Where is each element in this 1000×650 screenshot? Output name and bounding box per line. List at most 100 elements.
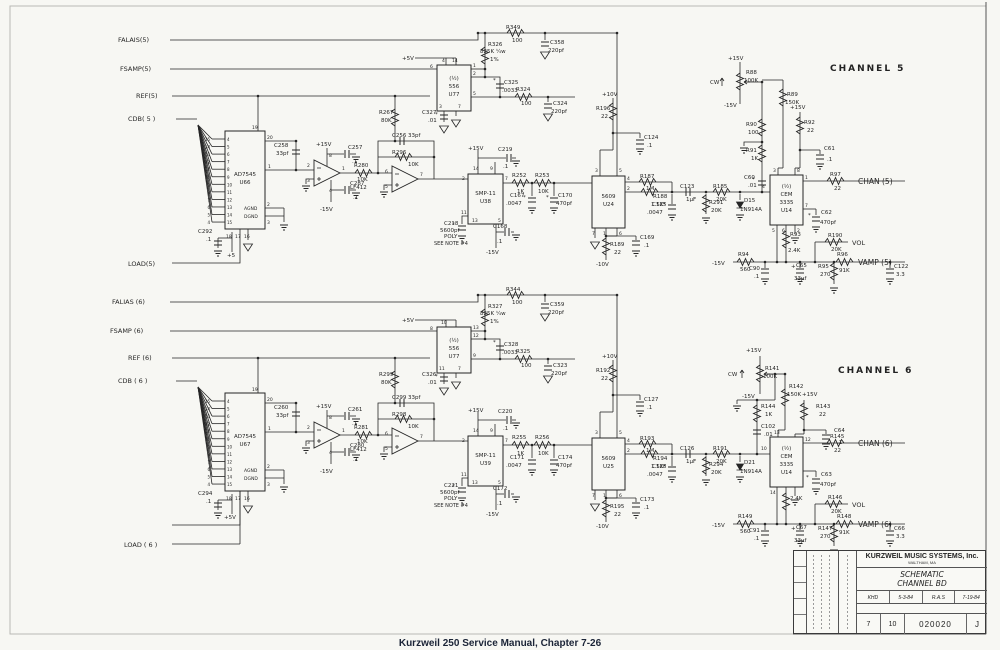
- schematic-label: R253: [535, 173, 550, 179]
- schematic-label: 560: [740, 529, 751, 535]
- capacitor-symbol: [504, 490, 510, 498]
- schematic-label: .1: [206, 237, 211, 243]
- capacitor-symbol: [292, 149, 300, 155]
- schematic-label: .1: [353, 195, 358, 201]
- junction-dot: [294, 168, 298, 172]
- resistor-symbol: [712, 449, 731, 459]
- schematic-label: 100: [521, 101, 532, 107]
- schematic-label: R191: [713, 446, 727, 452]
- schematic-label: 3.3: [896, 534, 905, 540]
- schematic-label: 1M: [646, 186, 654, 192]
- schematic-label: C326: [422, 372, 437, 378]
- ic-u25: [591, 437, 626, 491]
- dac-pin-number: 7: [227, 422, 230, 427]
- ic-u14b-label: U14: [781, 470, 793, 476]
- dac-pin-number: 4: [227, 137, 230, 142]
- schematic-label: R298: [392, 412, 407, 418]
- capacitor-symbol: [753, 429, 761, 435]
- schematic-label: 5: [473, 91, 476, 97]
- junction-dot: [813, 522, 817, 526]
- junction-dot: [775, 260, 779, 264]
- ground-icon: [632, 250, 640, 257]
- schematic-label: 22: [834, 186, 841, 192]
- wire: [485, 338, 501, 359]
- ground-icon: [214, 250, 222, 257]
- schematic-label: R326: [488, 42, 503, 48]
- schematic-label: 10K: [357, 177, 368, 183]
- ground-icon: [812, 488, 820, 495]
- junction-dot: [813, 260, 817, 264]
- schematic-label: .0047: [647, 472, 663, 478]
- ground-icon: [512, 422, 520, 429]
- capacitor-symbol: [816, 154, 824, 160]
- schematic-label: C66: [894, 526, 905, 532]
- capacitor-symbol: [504, 228, 510, 236]
- schematic-label: 13: [774, 430, 780, 436]
- schematic-label: R94: [738, 252, 749, 258]
- schematic-label: C260: [274, 405, 289, 411]
- schematic-label: LOAD ( 6 ): [124, 541, 157, 549]
- schematic-label: R325: [516, 349, 531, 355]
- schematic-label: .0033: [502, 350, 518, 356]
- schematic-label: C258: [274, 143, 289, 149]
- resistor-symbol: [736, 257, 755, 267]
- resistor-symbol: [701, 456, 711, 475]
- schematic-label: 5: [498, 218, 501, 224]
- schematic-label: 14: [473, 166, 479, 172]
- schematic-label: D21: [744, 460, 755, 466]
- ground-icon: [736, 476, 744, 483]
- company-name: KURZWEIL MUSIC SYSTEMS, Inc.: [865, 553, 979, 560]
- resistor-symbol: [829, 262, 839, 281]
- schematic-label: .1: [754, 536, 759, 542]
- ground-icon: [352, 192, 360, 199]
- junction-dot: [498, 95, 502, 99]
- schematic-label: 100K: [763, 374, 777, 380]
- ground-icon: [761, 540, 769, 547]
- schematic-label: C64: [834, 428, 845, 434]
- junction-dot: [552, 181, 556, 185]
- schematic-label: 22: [807, 128, 814, 134]
- capacitor-symbol: [761, 268, 769, 274]
- dac-pin-number: 7: [227, 160, 230, 165]
- junction-dot: [393, 139, 397, 143]
- schematic-label: 470pf: [820, 482, 837, 488]
- schematic-label: 1N914A: [740, 469, 762, 475]
- ground-icon: [796, 278, 804, 285]
- schematic-label: R189: [610, 242, 625, 248]
- schematic-label: 3.3: [896, 272, 905, 278]
- schematic-label: 10K: [538, 189, 549, 195]
- junction-dot: [615, 31, 619, 35]
- dac-bus-bit: 6: [207, 467, 210, 472]
- diode-symbol: [735, 463, 745, 471]
- ground-icon: [830, 287, 838, 294]
- capacitor-symbol: [440, 376, 448, 382]
- ic-u67-label: AD7545: [234, 434, 256, 440]
- schematic-label: 3: [773, 168, 776, 174]
- wire: [170, 295, 479, 303]
- schematic-label: 16: [244, 234, 250, 240]
- schematic-label: +15V: [728, 56, 744, 62]
- junction-dot: [604, 496, 608, 500]
- ground-icon: [280, 486, 288, 493]
- ic-u14b-label: CEM: [780, 454, 792, 460]
- dac-pin-number: 12: [227, 459, 233, 464]
- ground-triangle-icon: [242, 243, 254, 252]
- schematic-label: C91: [749, 528, 760, 534]
- schematic-label: R349: [506, 25, 521, 31]
- capacitor-symbol: [528, 197, 536, 203]
- ic-u39-label: SMP-11: [475, 453, 495, 459]
- schematic-label: 7: [420, 434, 423, 440]
- schematic-label: 4: [442, 58, 445, 64]
- schematic-label: 1μF: [686, 197, 696, 203]
- capacitor-symbol: [668, 466, 676, 472]
- schematic-label: 1: [603, 493, 606, 499]
- schematic-label: 2: [462, 176, 465, 182]
- schematic-label: R296: [392, 150, 407, 156]
- junction-dot: [432, 417, 436, 421]
- schematic-label: 470pf: [556, 463, 573, 469]
- schematic-label: 100: [512, 300, 523, 306]
- opamp-symbol: [391, 427, 420, 455]
- dac-bus-bit: 14: [205, 407, 211, 412]
- schematic-label: C123: [680, 184, 695, 190]
- dac-pin-number: 15: [227, 220, 233, 225]
